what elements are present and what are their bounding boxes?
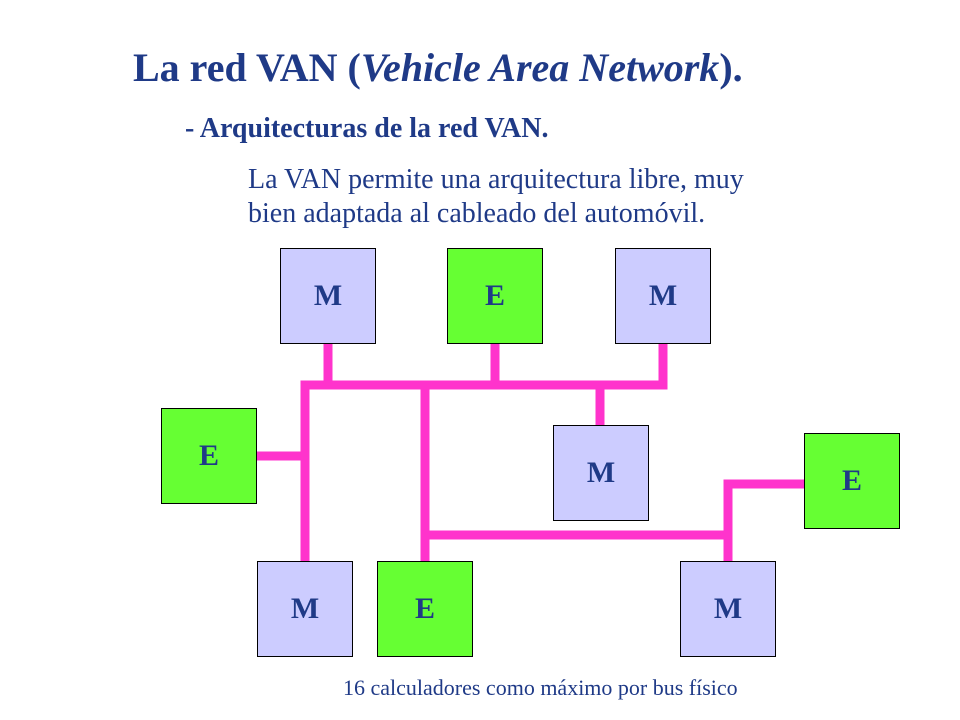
description-line-2: bien adaptada al cableado del automóvil. [248, 198, 706, 229]
node-left: E [161, 408, 257, 504]
slide-title: La red VAN (Vehicle Area Network). [133, 44, 743, 91]
node-right: E [804, 433, 900, 529]
node-bottom-1: M [257, 561, 353, 657]
node-top-2: E [447, 248, 543, 344]
node-top-1: M [280, 248, 376, 344]
description: La VAN permite una arquitectura libre, m… [248, 163, 848, 231]
node-bottom-2: E [377, 561, 473, 657]
title-end: ). [719, 45, 743, 90]
node-center: M [553, 425, 649, 521]
title-main: La red VAN ( [133, 45, 361, 90]
node-top-3: M [615, 248, 711, 344]
footnote: 16 calculadores como máximo por bus físi… [343, 675, 738, 700]
description-line-1: La VAN permite una arquitectura libre, m… [248, 164, 744, 195]
slide-subtitle: - Arquitecturas de la red VAN. [185, 113, 549, 144]
node-bottom-3: M [680, 561, 776, 657]
title-italic: Vehicle Area Network [360, 45, 720, 90]
